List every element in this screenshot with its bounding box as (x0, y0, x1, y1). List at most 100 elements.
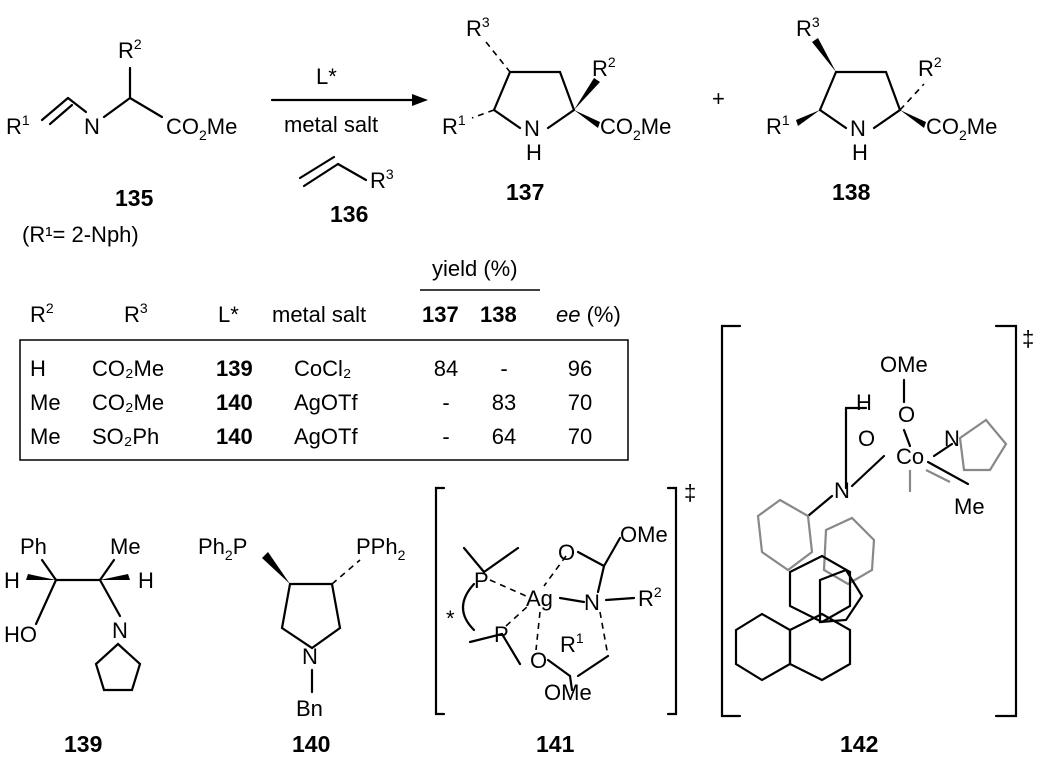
header-138: 138 (480, 302, 517, 327)
reagent-metal-salt: metal salt (284, 112, 378, 137)
svg-text:OMe: OMe (544, 680, 592, 705)
svg-text:Me: Me (110, 534, 141, 559)
svg-text:H: H (4, 568, 20, 593)
table-cell-salt: AgOTf (294, 424, 358, 449)
table-cell-r3: CO₂Me (92, 356, 164, 381)
compound-142: 142 (840, 731, 878, 757)
table-cell-y138: - (500, 356, 507, 381)
svg-text:R1: R1 (560, 630, 584, 657)
structure-137: R3 N H R1 R2 CO2Me (442, 14, 671, 165)
table-cell-y138: 83 (492, 390, 516, 415)
reaction-arrow: L* metal salt (270, 64, 428, 137)
svg-text:P: P (474, 568, 489, 593)
structure-135: R1 N R2 CO2Me (6, 36, 237, 143)
svg-text:O: O (530, 648, 547, 673)
svg-text:HO: HO (4, 622, 37, 647)
plus-sign: + (712, 86, 725, 111)
svg-text:R2: R2 (638, 584, 662, 611)
compound-141: 141 (536, 731, 575, 757)
svg-text:Ag: Ag (526, 586, 553, 611)
label-nh: N (524, 116, 540, 141)
compound-137: 137 (506, 179, 544, 205)
header-ee: ee (%) (556, 302, 621, 327)
label-co2me: CO2Me (166, 114, 237, 143)
label-r3: R3 (466, 14, 490, 41)
svg-text:*: * (446, 606, 455, 631)
svg-text:N: N (584, 590, 600, 615)
table-cell-ligand: 140 (216, 390, 253, 415)
header-r2: R2 (30, 300, 54, 327)
compound-140: 140 (292, 731, 330, 757)
label-r3: R3 (796, 14, 820, 41)
svg-text:N: N (302, 644, 318, 669)
label-r1: R1 (442, 112, 466, 139)
svg-text:H: H (852, 140, 868, 165)
table-cell-ligand: 139 (216, 356, 253, 381)
structure-142: ‡ OMe O H O Co N N Me (720, 324, 1034, 718)
table-cell-r2: H (30, 356, 46, 381)
svg-text:O: O (558, 540, 575, 565)
svg-text:Me: Me (954, 494, 985, 519)
compound-139: 139 (64, 731, 102, 757)
structure-139: Ph Me H H HO N (4, 534, 154, 692)
table-cell-ee: 70 (568, 390, 592, 415)
structure-136: R3 (298, 155, 394, 193)
compound-136: 136 (330, 201, 368, 227)
svg-text:H: H (138, 568, 154, 593)
ts-mark-141: ‡ (684, 480, 696, 505)
header-137: 137 (422, 302, 459, 327)
svg-text:Ph2P: Ph2P (198, 534, 247, 563)
condition-135: (R¹= 2-Nph) (22, 222, 139, 247)
svg-text:H: H (856, 390, 872, 415)
table-cell-y137: - (442, 390, 449, 415)
header-r3: R3 (124, 300, 148, 327)
yield-header: yield (%) (432, 256, 518, 281)
table-cell-y138: 64 (492, 424, 516, 449)
structure-138: R3 N H R1 R2 CO2Me (766, 14, 997, 165)
label-r2: R2 (118, 36, 142, 63)
table-cell-r2: Me (30, 390, 61, 415)
compound-138: 138 (832, 179, 871, 205)
results-table: yield (%) R2 R3 L* metal salt 137 138 ee… (19, 256, 629, 461)
svg-text:OMe: OMe (880, 352, 928, 377)
table-cell-y137: - (442, 424, 449, 449)
table-cell-ligand: 140 (216, 424, 253, 449)
table-cell-ee: 70 (568, 424, 592, 449)
svg-text:N: N (112, 618, 128, 643)
table-cell-y137: 84 (434, 356, 458, 381)
header-metal-salt: metal salt (272, 302, 366, 327)
label-co2me: CO2Me (926, 114, 997, 143)
structure-140: Ph2P PPh2 N Bn (198, 534, 406, 721)
table-cell-ee: 96 (568, 356, 592, 381)
svg-text:Bn: Bn (296, 696, 323, 721)
label-n: N (84, 114, 100, 139)
table-cell-r2: Me (30, 424, 61, 449)
table-cell-salt: CoCl₂ (294, 356, 351, 381)
table-cell-r3: CO₂Me (92, 390, 164, 415)
label-r1: R1 (766, 112, 790, 139)
svg-text:PPh2: PPh2 (356, 534, 406, 563)
svg-text:OMe: OMe (620, 522, 668, 547)
reagent-l-star: L* (316, 64, 337, 89)
svg-text:Co: Co (896, 444, 924, 469)
label-r2: R2 (918, 54, 942, 81)
structure-141: ‡ P P Ag N O OMe R2 R1 O OMe * (434, 480, 696, 716)
compound-135: 135 (115, 185, 154, 211)
svg-text:N: N (944, 426, 960, 451)
svg-text:O: O (898, 402, 915, 427)
svg-text:O: O (858, 426, 875, 451)
svg-text:Ph: Ph (20, 534, 47, 559)
svg-text:N: N (834, 478, 850, 503)
label-nh: N (850, 116, 866, 141)
svg-text:H: H (526, 140, 542, 165)
label-r1: R1 (6, 112, 30, 139)
table-cell-salt: AgOTf (294, 390, 358, 415)
ts-mark-142: ‡ (1022, 326, 1034, 351)
table-cell-r3: SO₂Ph (92, 424, 159, 449)
label-co2me: CO2Me (600, 114, 671, 143)
label-r3: R3 (370, 166, 394, 193)
header-ligand: L* (218, 302, 239, 327)
table-box (19, 339, 629, 461)
